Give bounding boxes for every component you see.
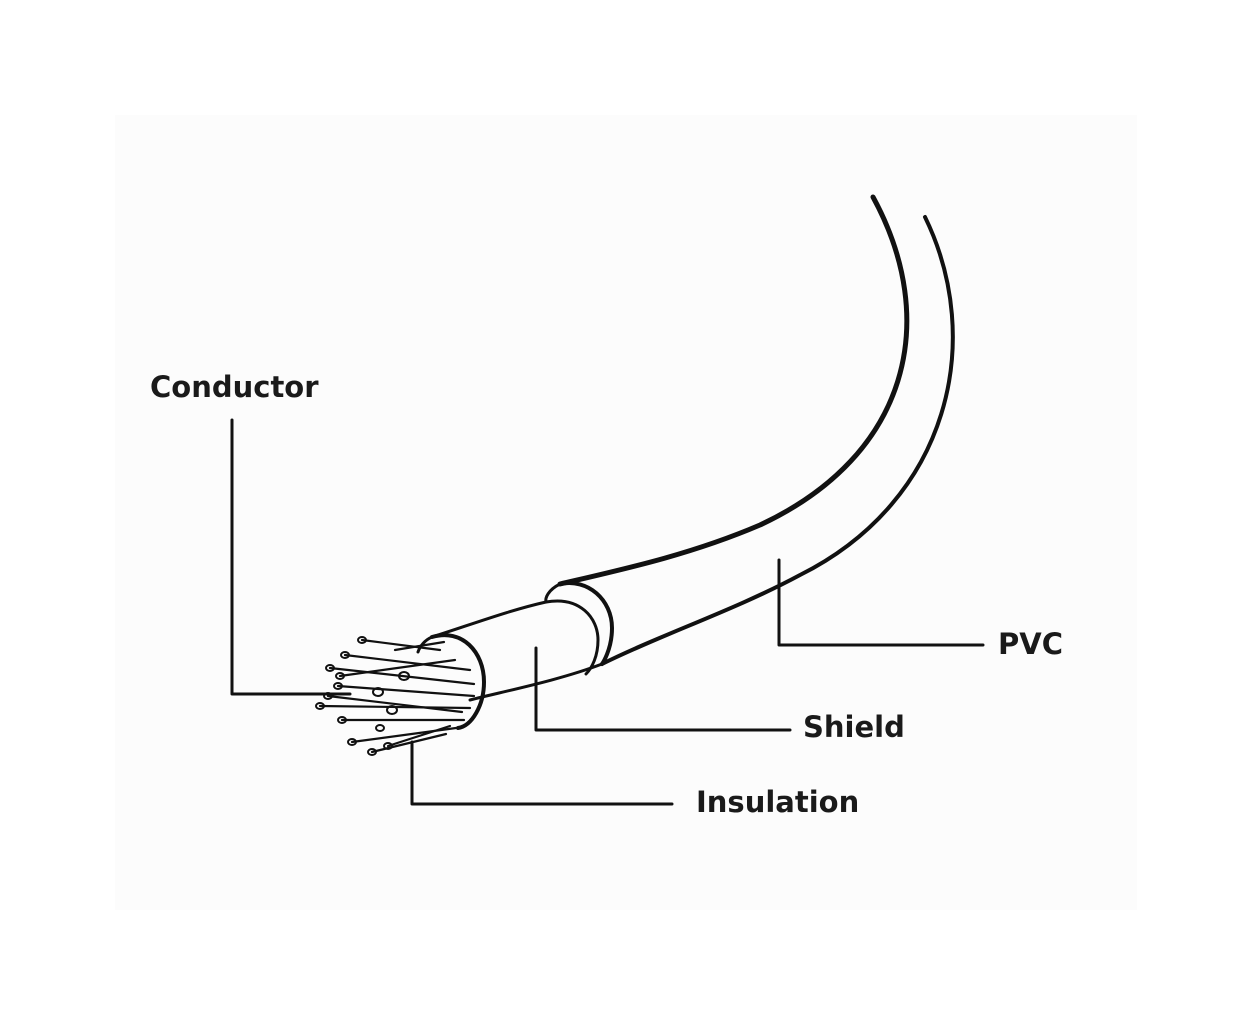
insulation-strands [318,638,476,754]
conductor-leader [230,418,352,696]
shield-leader [534,646,792,732]
shield-label: Shield [803,710,905,744]
diagram-panel [115,115,1137,910]
conductor-ends [315,636,410,756]
conductor-label: Conductor [150,370,319,404]
insulation-leader [410,740,674,806]
pvc-leader [777,558,985,647]
insulation-label: Insulation [696,785,860,819]
pvc-jacket [544,194,955,666]
pvc-label: PVC [998,627,1063,661]
leader-lines [230,418,985,806]
